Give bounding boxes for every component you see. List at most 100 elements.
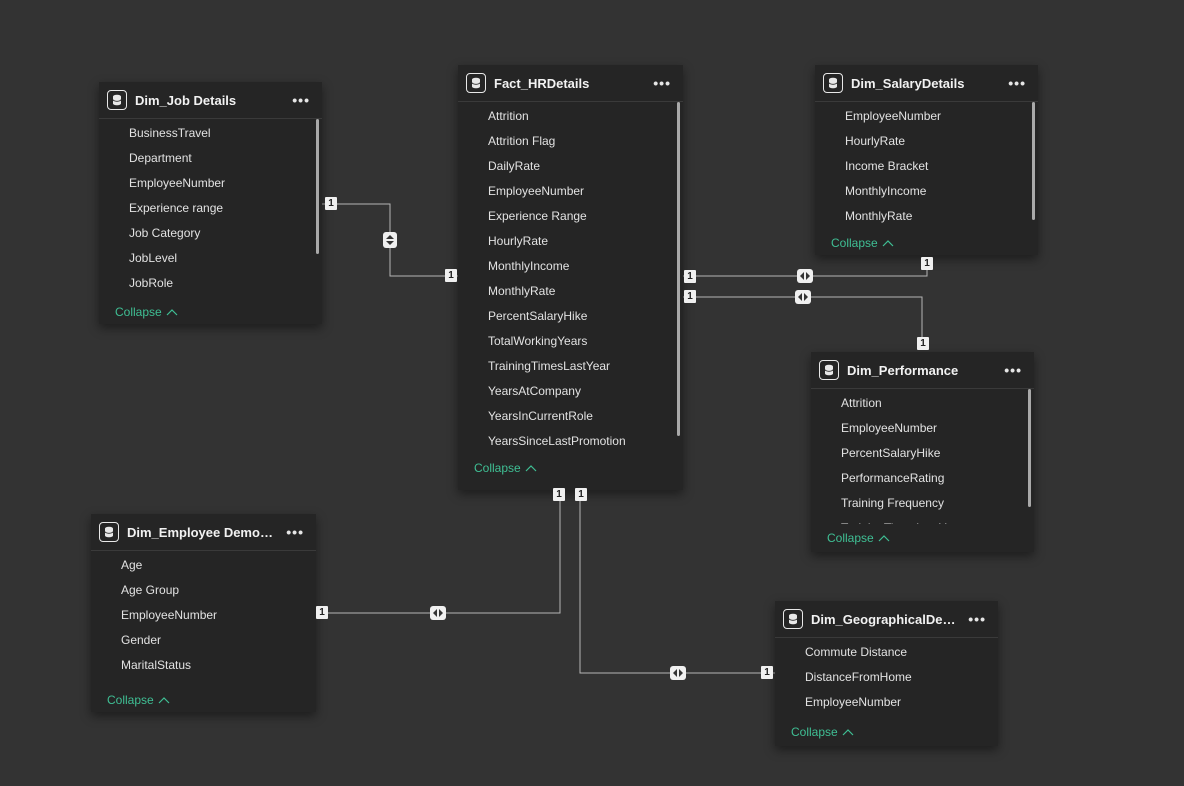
field-item[interactable]: TrainingTimesLastYear [488, 359, 611, 373]
field-list[interactable]: BusinessTravel Department EmployeeNumber… [99, 119, 322, 298]
database-icon [823, 73, 843, 93]
field-item[interactable]: DailyRate [488, 159, 541, 173]
cardinality-badge[interactable]: 1 [684, 290, 696, 303]
cardinality-badge[interactable]: 1 [917, 337, 929, 350]
filter-direction-icon[interactable] [430, 606, 446, 620]
scrollbar[interactable] [1028, 389, 1031, 507]
field-item[interactable]: Department [129, 151, 192, 165]
field-item[interactable]: Gender [121, 633, 162, 647]
collapse-button[interactable]: Collapse [811, 524, 1034, 552]
field-item[interactable]: TotalWorkingYears [488, 334, 588, 348]
filter-direction-icon[interactable] [797, 269, 813, 283]
scrollbar[interactable] [316, 119, 319, 254]
cardinality-badge[interactable]: 1 [445, 269, 457, 282]
field-item[interactable]: Experience range [129, 201, 224, 215]
table-card-employee-demographics[interactable]: Dim_Employee Demogr... ••• Age Age Group… [91, 514, 316, 712]
field-item[interactable]: MonthlyIncome [488, 259, 570, 273]
card-header[interactable]: Dim_GeographicalDetails ••• [775, 601, 998, 638]
field-item[interactable]: Income Bracket [845, 159, 929, 173]
field-item[interactable]: Attrition Flag [488, 134, 556, 148]
field-item[interactable]: JobLevel [129, 251, 178, 265]
field-item[interactable]: EmployeeNumber [845, 109, 942, 123]
filter-direction-icon[interactable] [670, 666, 686, 680]
more-options-icon[interactable]: ••• [286, 524, 304, 540]
more-options-icon[interactable]: ••• [292, 92, 310, 108]
cardinality-badge[interactable]: 1 [553, 488, 565, 501]
field-list[interactable]: Attrition Attrition Flag DailyRate Emplo… [458, 102, 683, 454]
field-item[interactable]: PercentSalaryHike [841, 446, 941, 460]
cardinality-badge[interactable]: 1 [325, 197, 337, 210]
filter-direction-icon[interactable] [383, 232, 397, 248]
cardinality-badge[interactable]: 1 [921, 257, 933, 270]
chevron-up-icon [878, 535, 890, 542]
cardinality-badge[interactable]: 1 [575, 488, 587, 501]
card-header[interactable]: Dim_Employee Demogr... ••• [91, 514, 316, 551]
field-item[interactable]: BusinessTravel [129, 126, 211, 140]
table-card-fact-hrdetails[interactable]: Fact_HRDetails ••• Attrition Attrition F… [458, 65, 683, 490]
field-item[interactable]: DistanceFromHome [805, 670, 912, 684]
collapse-button[interactable]: Collapse [815, 229, 1038, 257]
collapse-label: Collapse [474, 461, 521, 475]
collapse-button[interactable]: Collapse [99, 298, 322, 326]
more-options-icon[interactable]: ••• [1008, 75, 1026, 91]
field-item[interactable]: PerformanceRating [841, 471, 945, 485]
field-item[interactable]: HourlyRate [845, 134, 906, 148]
scrollbar[interactable] [677, 102, 680, 436]
field-item[interactable]: Commute Distance [805, 645, 908, 659]
field-item[interactable]: JobRole [129, 276, 174, 290]
field-item[interactable]: EmployeeNumber [488, 184, 585, 198]
more-options-icon[interactable]: ••• [653, 75, 671, 91]
field-item[interactable]: Attrition [488, 109, 529, 123]
field-item[interactable]: MonthlyIncome [845, 184, 927, 198]
table-title: Fact_HRDetails [494, 75, 590, 91]
card-header[interactable]: Dim_Job Details ••• [99, 82, 322, 119]
cardinality-badge[interactable]: 1 [316, 606, 328, 619]
field-item[interactable]: EmployeeNumber [129, 176, 226, 190]
field-item[interactable]: Attrition [841, 396, 882, 410]
table-card-salary-details[interactable]: Dim_SalaryDetails ••• EmployeeNumber Hou… [815, 65, 1038, 255]
field-list[interactable]: Age Age Group EmployeeNumber Gender Mari… [91, 551, 316, 686]
chevron-up-icon [525, 465, 537, 472]
field-item[interactable]: Training Frequency [841, 496, 944, 510]
field-item[interactable]: MaritalStatus [121, 658, 192, 672]
more-options-icon[interactable]: ••• [968, 611, 986, 627]
card-header[interactable]: Dim_SalaryDetails ••• [815, 65, 1038, 102]
table-card-performance[interactable]: Dim_Performance ••• Attrition EmployeeNu… [811, 352, 1034, 552]
collapse-label: Collapse [831, 236, 878, 250]
field-item[interactable]: Age Group [121, 583, 180, 597]
field-item[interactable]: YearsSinceLastPromotion [488, 434, 626, 448]
collapse-button[interactable]: Collapse [91, 686, 316, 714]
table-card-geographical-details[interactable]: Dim_GeographicalDetails ••• Commute Dist… [775, 601, 998, 746]
field-list[interactable]: EmployeeNumber HourlyRate Income Bracket… [815, 102, 1038, 229]
collapse-button[interactable]: Collapse [458, 454, 683, 482]
field-item[interactable]: Experience Range [488, 209, 587, 223]
table-card-job-details[interactable]: Dim_Job Details ••• BusinessTravel Depar… [99, 82, 322, 324]
field-list[interactable]: Commute Distance DistanceFromHome Employ… [775, 638, 998, 718]
field-item[interactable]: EmployeeNumber [841, 421, 938, 435]
field-item[interactable]: Job Category [129, 226, 201, 240]
field-item[interactable]: EmployeeNumber [805, 695, 902, 709]
cardinality-badge[interactable]: 1 [684, 270, 696, 283]
field-item[interactable]: YearsInCurrentRole [488, 409, 593, 423]
card-header[interactable]: Dim_Performance ••• [811, 352, 1034, 389]
field-list[interactable]: Attrition EmployeeNumber PercentSalaryHi… [811, 389, 1034, 524]
field-item[interactable]: TrainingTimesLastYear [811, 516, 1034, 524]
more-options-icon[interactable]: ••• [1004, 362, 1022, 378]
scrollbar[interactable] [1032, 102, 1035, 220]
chevron-up-icon [166, 309, 178, 316]
cardinality-badge[interactable]: 1 [761, 666, 773, 679]
filter-direction-icon[interactable] [795, 290, 811, 304]
chevron-up-icon [882, 240, 894, 247]
field-item[interactable]: PercentSalaryHike [488, 309, 588, 323]
field-item[interactable]: Age [121, 558, 143, 572]
field-item[interactable]: HourlyRate [488, 234, 549, 248]
field-item[interactable]: YearsAtCompany [488, 384, 581, 398]
table-title: Dim_GeographicalDetails [811, 611, 965, 627]
database-icon [783, 609, 803, 629]
rel-line-geo-fact [579, 490, 775, 674]
field-item[interactable]: MonthlyRate [488, 284, 556, 298]
card-header[interactable]: Fact_HRDetails ••• [458, 65, 683, 102]
collapse-button[interactable]: Collapse [775, 718, 998, 746]
field-item[interactable]: MonthlyRate [845, 209, 913, 223]
field-item[interactable]: EmployeeNumber [121, 608, 218, 622]
